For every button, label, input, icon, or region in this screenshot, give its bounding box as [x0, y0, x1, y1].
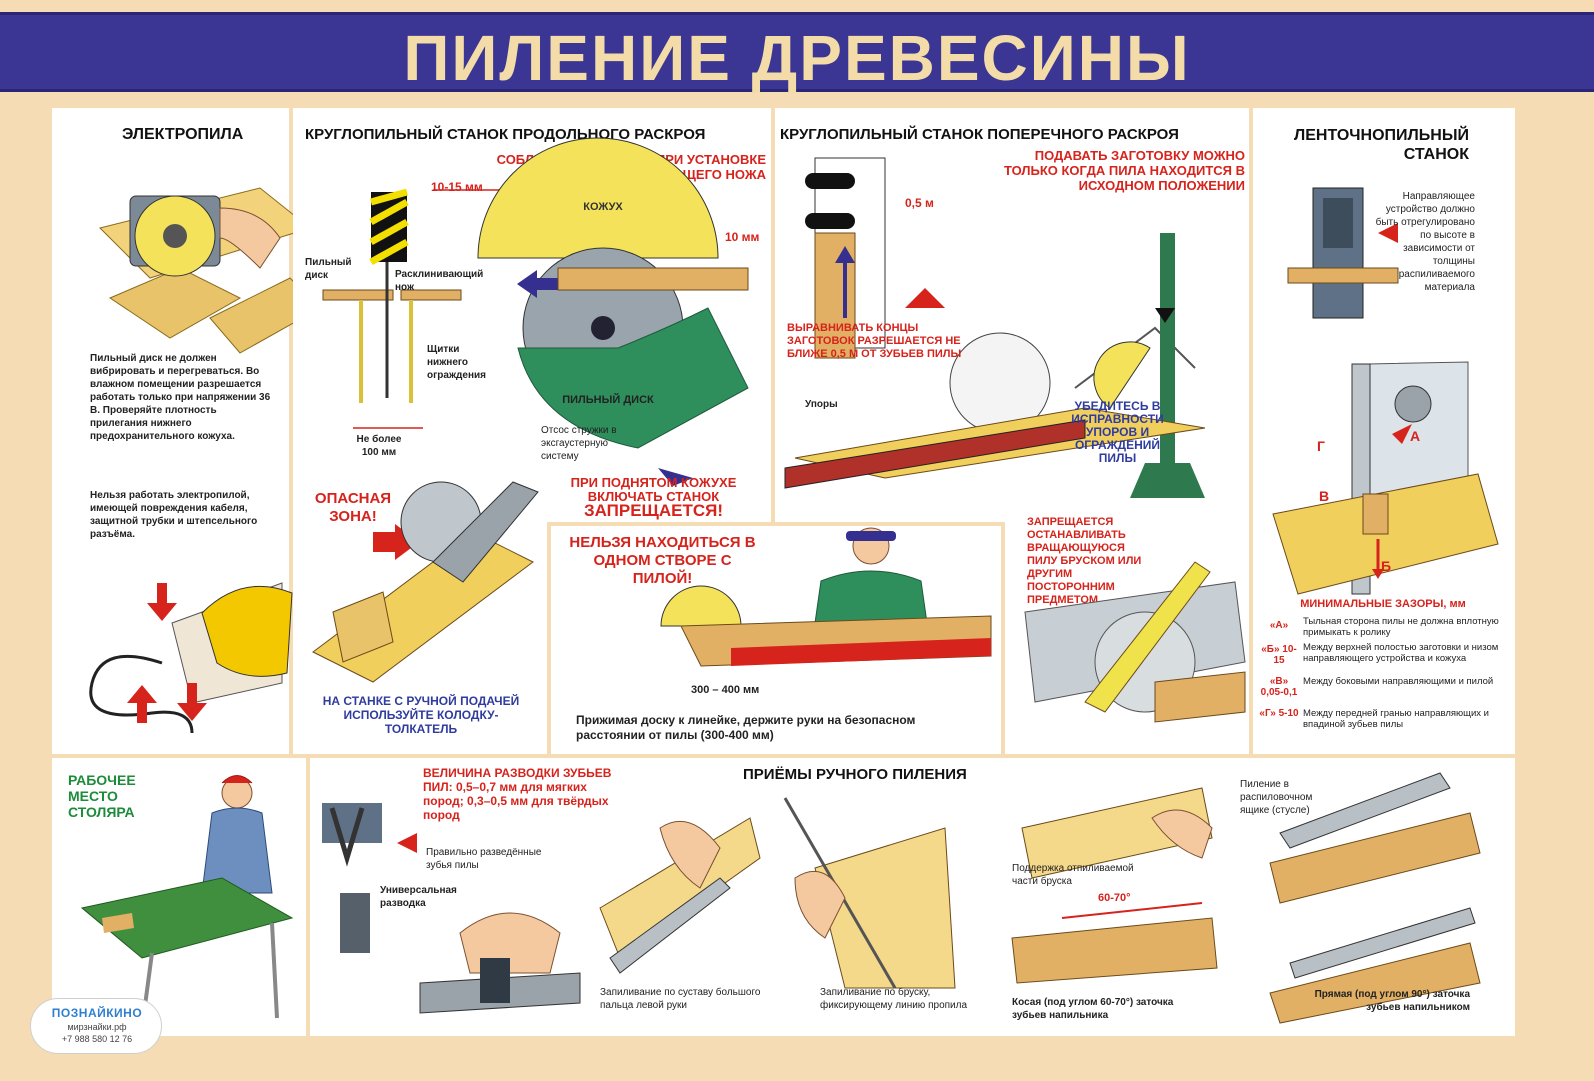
electrosaw-cable-illustration [89, 582, 293, 734]
panel-band-saw: ЛЕНТОЧНОПИЛЬНЫЙ СТАНОК Направляющее устр… [1253, 108, 1515, 754]
panel-alignment: НЕЛЬЗЯ НАХОДИТЬСЯ В ОДНОМ СТВОРЕ С ПИЛОЙ… [551, 526, 1001, 754]
panel-workplace: РАБОЧЕЕ МЕСТО СТОЛЯРА [52, 758, 306, 1036]
brand-site: мирзнайки.рф [67, 1022, 127, 1032]
teeth-set-diagram [322, 803, 417, 867]
cross-saw-dim-05: 0,5 м [905, 196, 934, 210]
cross-saw-forbid-note: ЗАПРЕЩАЕТСЯ ОСТАНАВЛИВАТЬ ВРАЩАЮЩУЮСЯ ПИ… [1027, 516, 1142, 606]
rip-saw-hood-warning: ПРИ ПОДНЯТОМ КОЖУХЕ ВКЛЮЧАТЬ СТАНОК ЗАПР… [551, 475, 756, 520]
bar-sawing-illustration [783, 797, 956, 989]
hand-sawing-cap-box: Пиление в распиловочном ящике (стусле) [1240, 779, 1313, 816]
box-sawing-illustration [1269, 772, 1481, 1024]
page-title: ПИЛЕНИЕ ДРЕВЕСИНЫ [403, 22, 1191, 94]
gap-key: «Г» 5-10 [1259, 708, 1299, 719]
thumb-sawing-illustration [599, 817, 761, 974]
pusher-illustration [312, 481, 539, 683]
gap-text: Между боковыми направляющими и пилой [1303, 676, 1494, 687]
support-illustration [1011, 787, 1218, 984]
forbid-illustration [1024, 561, 1246, 723]
band-saw-letter-b: Б [1381, 558, 1392, 574]
rip-saw-exhaust-note: Отсос стружки в эксгаустерную систему [541, 425, 617, 462]
danger-zone-label: ОПАСНАЯ ЗОНА! [314, 490, 392, 525]
rip-saw-label-max: Не более 100 мм [356, 434, 402, 458]
hand-sawing-cap-bar: Запиливание по бруску, фиксирующему лини… [820, 987, 968, 1011]
panel-forbid: ЗАПРЕЩАЕТСЯ ОСТАНАВЛИВАТЬ ВРАЩАЮЩУЮСЯ ПИ… [1005, 516, 1249, 754]
band-saw-title: ЛЕНТОЧНОПИЛЬНЫЙ СТАНОК [1294, 127, 1469, 163]
cross-saw-stops: Упоры [805, 399, 838, 410]
band-saw-letter-g: Г [1317, 438, 1325, 454]
rip-saw-label-disk: Пильный диск [305, 257, 352, 281]
brand-logo: ПОЗНАЙКИНО мирзнайки.рф +7 988 580 12 76 [30, 998, 162, 1054]
hand-sawing-title: ПРИЁМЫ РУЧНОГО ПИЛЕНИЯ [743, 766, 967, 783]
cross-saw-check-note: УБЕДИТЕСЬ В ИСПРАВНОСТИ УПОРОВ И ОГРАЖДЕ… [1071, 399, 1164, 465]
gap-text: Тыльная сторона пилы не должна вплотную … [1303, 616, 1499, 638]
universal-tool-illustration [340, 893, 581, 1014]
electrosaw-warning: Нельзя работать электропилой, имеющей по… [90, 490, 258, 540]
hand-sawing-set-teeth: Правильно разведённые зубья пилы [426, 847, 542, 871]
gap-text: Между передней гранью направляющих и впа… [1303, 708, 1489, 730]
alignment-warning: НЕЛЬЗЯ НАХОДИТЬСЯ В ОДНОМ СТВОРЕ С ПИЛОЙ… [569, 534, 756, 587]
hand-sawing-universal: Универсальная разводка [380, 885, 457, 909]
rip-saw-label-knife: Расклинивающий нож [395, 269, 484, 293]
band-saw-guide-note: Направляющее устройство должно быть отре… [1375, 191, 1475, 293]
electrosaw-rules: Пильный диск не должен вибрировать и пер… [90, 353, 271, 442]
band-saw-detail [1272, 361, 1499, 595]
rip-saw-dim-10: 10 мм [725, 230, 760, 244]
gap-key: «В» 0,05-0,1 [1260, 676, 1298, 698]
rip-saw-hood-warning-a: ПРИ ПОДНЯТОМ КОЖУХЕ ВКЛЮЧАТЬ СТАНОК [570, 475, 737, 504]
hand-sawing-cap-support: Поддержка отпиливаемой части бруска [1012, 863, 1134, 887]
workplace-illustration [80, 775, 294, 1029]
hand-sawing-cap-thumb: Запиливание по суставу большого пальца л… [600, 987, 761, 1011]
band-saw-gaps-list: «А» Тыльная сторона пилы не должна вплот… [1259, 616, 1509, 736]
cross-saw-align-note: ВЫРАВНИВАТЬ КОНЦЫ ЗАГОТОВОК РАЗРЕШАЕТСЯ … [787, 322, 962, 360]
band-saw-machine [1287, 187, 1399, 319]
band-saw-letter-a: А [1410, 428, 1421, 444]
workplace-title: РАБОЧЕЕ МЕСТО СТОЛЯРА [68, 772, 136, 820]
pusher-note: НА СТАНКЕ С РУЧНОЙ ПОДАЧЕЙ ИСПОЛЬЗУЙТЕ К… [322, 694, 520, 736]
cross-saw-feed-note: ПОДАВАТЬ ЗАГОТОВКУ МОЖНО ТОЛЬКО КОГДА ПИ… [1003, 148, 1245, 193]
hand-sawing-set-note: ВЕЛИЧИНА РАЗВОДКИ ЗУБЬЕВ ПИЛ: 0,5–0,7 мм… [423, 766, 612, 822]
panel-cross-saw: КРУГЛОПИЛЬНЫЙ СТАНОК ПОПЕРЕЧНОГО РАСКРОЯ… [775, 108, 1249, 522]
gap-row: «Б» 10-15 Между верхней полостью заготов… [1259, 640, 1509, 674]
gap-key: «А» [1269, 620, 1289, 631]
gap-row: «В» 0,05-0,1 Между боковыми направляющим… [1259, 674, 1509, 706]
rip-saw-title: КРУГЛОПИЛЬНЫЙ СТАНОК ПРОДОЛЬНОГО РАСКРОЯ [305, 126, 706, 143]
hand-sawing-angle-label: 60-70° [1098, 892, 1131, 904]
band-saw-letter-v: В [1319, 488, 1330, 504]
band-saw-gaps-title: МИНИМАЛЬНЫЕ ЗАЗОРЫ, мм [1300, 598, 1466, 610]
alignment-illustration [660, 527, 992, 667]
title-banner: ПИЛЕНИЕ ДРЕВЕСИНЫ [0, 12, 1594, 94]
gap-text: Между верхней полостью заготовки и низом… [1303, 642, 1499, 664]
rip-saw-hood-warning-b: ЗАПРЕЩАЕТСЯ! [583, 501, 724, 520]
brand-phone: +7 988 580 12 76 [61, 1034, 133, 1044]
electrosaw-title: ЭЛЕКТРОПИЛА [122, 126, 244, 143]
panel-rip-saw: КРУГЛОПИЛЬНЫЙ СТАНОК ПРОДОЛЬНОГО РАСКРОЯ… [293, 108, 771, 522]
rip-saw-label-shields: Щитки нижнего ограждения [427, 344, 486, 381]
brand-name: ПОЗНАЙКИНО [51, 1006, 143, 1020]
cross-saw-diagram [784, 157, 1206, 498]
hand-sawing-cap-straight: Прямая (под углом 90°) заточка зубьев на… [1314, 989, 1470, 1013]
panel-pusher: ОПАСНАЯ ЗОНА! НА СТАНКЕ С РУЧНОЙ ПОДАЧЕЙ… [293, 481, 547, 754]
gap-row: «А» Тыльная сторона пилы не должна вплот… [1259, 616, 1509, 640]
alignment-distance: 300 – 400 мм [691, 684, 760, 696]
hand-sawing-cap-oblique: Косая (под углом 60-70°) заточка зубьев … [1012, 997, 1174, 1021]
rip-saw-hood-label: КОЖУХ [583, 201, 623, 213]
rip-saw-diagram: КОЖУХ ПИЛЬНЫЙ ДИСК [322, 137, 749, 486]
alignment-caption: Прижимая доску к линейке, держите руки н… [576, 713, 916, 742]
electrosaw-illustration [99, 187, 321, 354]
gap-key: «Б» 10-15 [1261, 644, 1297, 666]
panel-hand-sawing: ПРИЁМЫ РУЧНОГО ПИЛЕНИЯ ВЕЛИЧИНА РАЗВОДКИ… [310, 758, 1515, 1036]
panel-electrosaw: ЭЛЕКТРОПИЛА Пильный диск не должен вибри… [52, 108, 321, 754]
gap-row: «Г» 5-10 Между передней гранью направляю… [1259, 706, 1509, 736]
rip-saw-disk-label: ПИЛЬНЫЙ ДИСК [562, 393, 654, 406]
cross-saw-title: КРУГЛОПИЛЬНЫЙ СТАНОК ПОПЕРЕЧНОГО РАСКРОЯ [780, 126, 1179, 143]
